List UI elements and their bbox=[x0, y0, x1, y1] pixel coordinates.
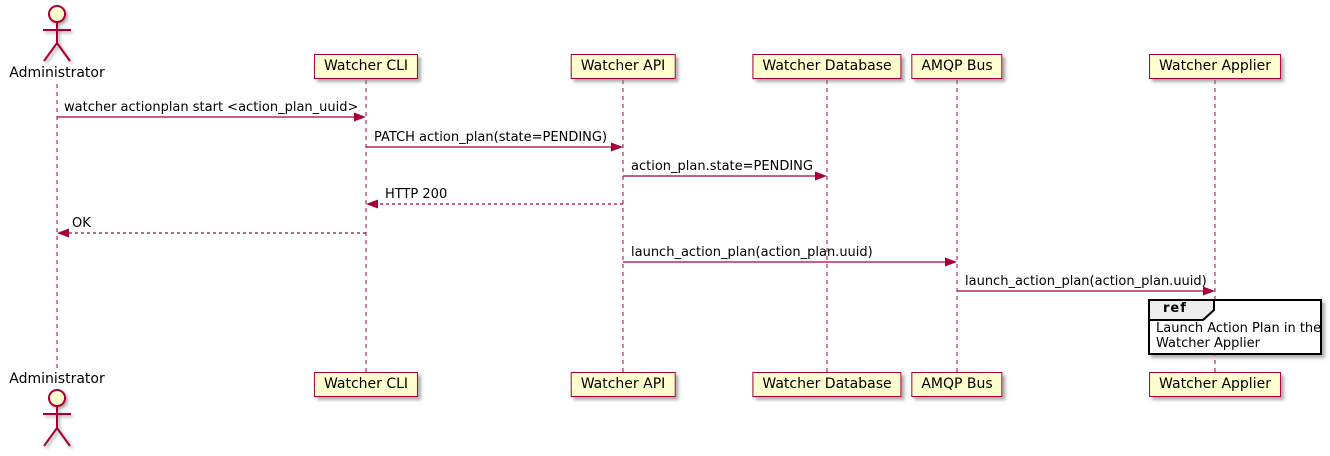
message-arrow-1 bbox=[57, 112, 366, 122]
participant-amqp-bus-bottom: AMQP Bus bbox=[911, 372, 1003, 397]
participant-watcher-database-bottom: Watcher Database bbox=[752, 372, 902, 397]
ref-tab-shape bbox=[1148, 299, 1215, 321]
participant-watcher-api-top: Watcher API bbox=[570, 54, 676, 79]
actor-label-bottom: Administrator bbox=[9, 371, 105, 387]
message-arrow-2 bbox=[366, 142, 623, 152]
message-arrow-4 bbox=[366, 199, 623, 209]
message-label-3: action_plan.state=PENDING bbox=[631, 159, 813, 174]
message-label-5: OK bbox=[72, 216, 91, 231]
message-label-6: launch_action_plan(action_plan.uuid) bbox=[631, 245, 873, 260]
actor-icon-top bbox=[43, 5, 71, 62]
participant-amqp-bus-top: AMQP Bus bbox=[911, 54, 1003, 79]
actor-label-top: Administrator bbox=[9, 65, 105, 81]
participant-watcher-api-bottom: Watcher API bbox=[570, 372, 676, 397]
message-arrow-3 bbox=[623, 171, 827, 181]
participant-watcher-cli-top: Watcher CLI bbox=[313, 54, 419, 79]
ref-tab: ref bbox=[1148, 299, 1218, 321]
participant-watcher-database-top: Watcher Database bbox=[752, 54, 902, 79]
ref-keyword: ref bbox=[1163, 301, 1187, 316]
ref-content: Launch Action Plan in the Watcher Applie… bbox=[1156, 321, 1321, 351]
participant-watcher-applier-top: Watcher Applier bbox=[1149, 54, 1281, 79]
message-arrow-7 bbox=[957, 286, 1215, 296]
ref-content-line-1: Launch Action Plan in the bbox=[1156, 321, 1322, 336]
message-label-7: launch_action_plan(action_plan.uuid) bbox=[965, 274, 1207, 289]
message-label-4: HTTP 200 bbox=[385, 187, 448, 202]
message-label-1: watcher actionplan start <action_plan_uu… bbox=[64, 100, 359, 115]
ref-content-line-2: Watcher Applier bbox=[1156, 336, 1260, 351]
participant-watcher-cli-bottom: Watcher CLI bbox=[313, 372, 419, 397]
message-label-2: PATCH action_plan(state=PENDING) bbox=[374, 130, 608, 145]
message-arrow-5 bbox=[57, 228, 366, 238]
ref-fragment: ref Launch Action Plan in the Watcher Ap… bbox=[1148, 299, 1322, 355]
participant-watcher-applier-bottom: Watcher Applier bbox=[1149, 372, 1281, 397]
actor-icon-bottom bbox=[43, 389, 71, 447]
message-arrow-6 bbox=[623, 257, 957, 267]
